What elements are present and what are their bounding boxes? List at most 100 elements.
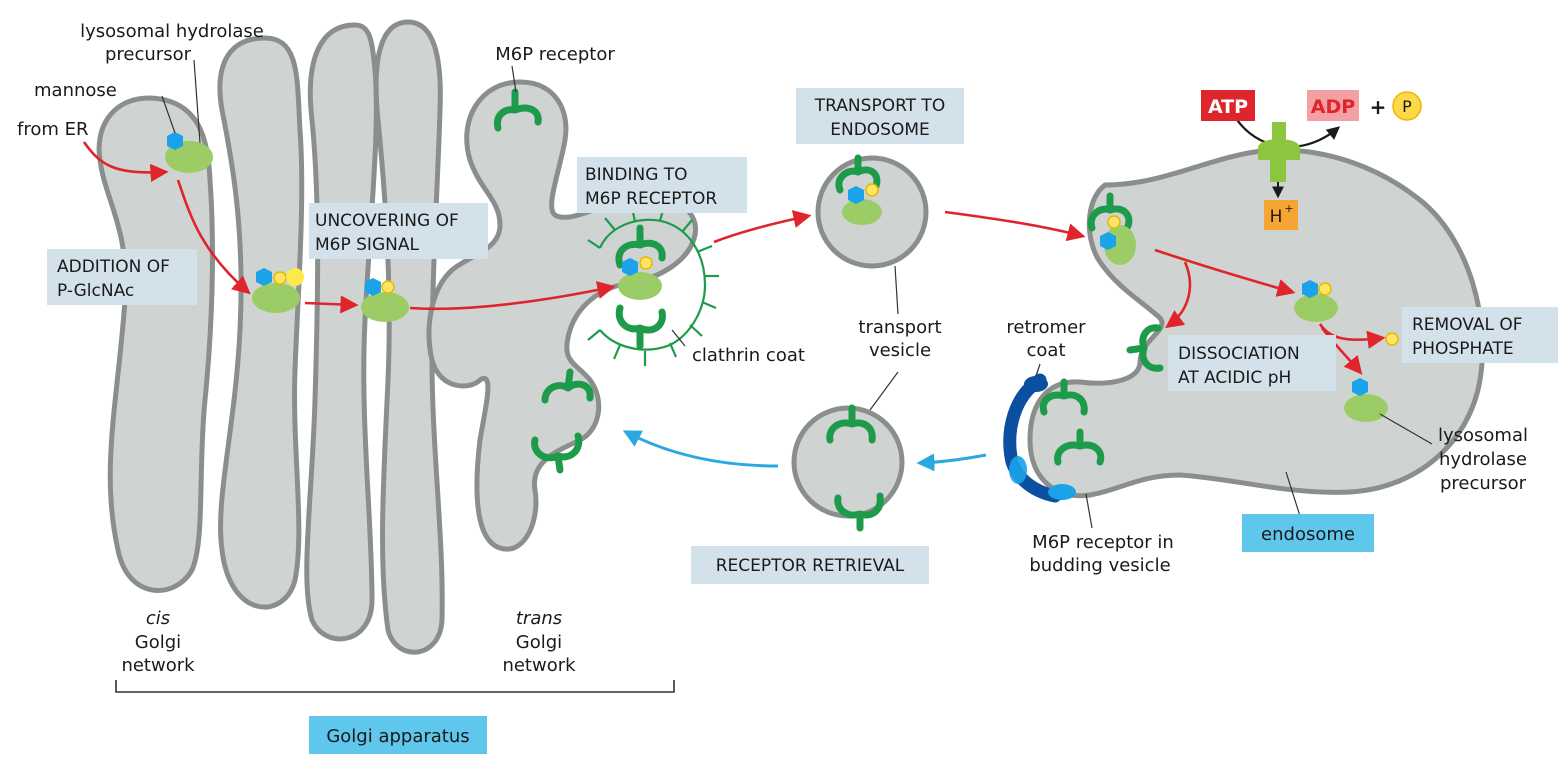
m6p-receptor-tgn-1: [541, 368, 594, 404]
phosphate-icon: [639, 256, 653, 270]
step-dissociation-acidic-ph: DISSOCIATION AT ACIDIC pH: [1168, 335, 1336, 391]
mannose-icon: [1100, 232, 1116, 250]
endosome-label-box: endosome: [1242, 514, 1374, 552]
clathrin-coat-label: clathrin coat: [692, 345, 805, 366]
proton-pump: [1229, 107, 1341, 199]
budding-vesicle-label-1: M6P receptor in: [1032, 532, 1174, 553]
retromer-coat-label-2: coat: [1027, 340, 1066, 361]
hydrolase-enzyme: [252, 283, 300, 313]
m6p-receptor-vesicle-back-1: [826, 404, 876, 444]
step-label: TRANSPORT TO: [814, 96, 945, 116]
phosphate-label: P: [1402, 97, 1412, 116]
step-label: REMOVAL OF: [1412, 315, 1523, 335]
phosphate-icon: [1107, 215, 1121, 229]
step-receptor-retrieval: RECEPTOR RETRIEVAL: [691, 546, 929, 584]
cis-label-3: network: [121, 655, 195, 676]
step-label: UNCOVERING OF: [315, 211, 459, 231]
golgi-apparatus-label: Golgi apparatus: [326, 726, 469, 747]
mannose-icon: [622, 258, 638, 276]
cis-label-2: Golgi: [135, 632, 181, 653]
trans-golgi-network: [426, 79, 698, 552]
adp-badge: ADP: [1307, 90, 1359, 121]
m6p-receptor-tgn-2: [531, 432, 583, 474]
hydrolase-enzyme: [361, 292, 409, 322]
phosphate-icon: [381, 280, 395, 294]
golgi-cisterna-3: [304, 22, 379, 642]
plus-sign: +: [1370, 95, 1387, 119]
clathrin-coat: [587, 205, 719, 366]
step-label: AT ACIDIC pH: [1178, 368, 1291, 388]
trans-label-3: network: [502, 655, 576, 676]
trans-label-2: Golgi: [516, 632, 562, 653]
cis-label-1: cis: [146, 608, 170, 629]
diagram-labels: lysosomal hydrolase precursor mannose fr…: [17, 21, 1528, 676]
step-label: DISSOCIATION: [1178, 344, 1300, 364]
hydrolase-enzyme: [1344, 394, 1388, 422]
step-label: M6P SIGNAL: [315, 235, 419, 255]
endosome-label: endosome: [1261, 524, 1355, 545]
mannose-icon: [1352, 378, 1368, 396]
step-binding-to-m6p-receptor: BINDING TO M6P RECEPTOR: [577, 157, 747, 213]
budding-vesicle-label-2: budding vesicle: [1029, 555, 1170, 576]
step-addition-of-p-glcnac: ADDITION OF P-GlcNAc: [47, 249, 197, 305]
golgi-cisterna-2: [217, 35, 305, 610]
golgi-apparatus-label-box: Golgi apparatus: [309, 716, 487, 754]
svg-text:H: H: [1270, 207, 1283, 227]
retrieval-arrows: [622, 430, 987, 472]
step-label: M6P RECEPTOR: [585, 189, 717, 209]
phosphate-icon: [1385, 332, 1399, 346]
forward-pathway-arrows: [82, 141, 1386, 375]
hydrolase-label-right-1: lysosomal: [1438, 425, 1528, 446]
atp-label: ATP: [1208, 96, 1248, 118]
step-label: ENDOSOME: [830, 120, 930, 140]
hydrolase-label-top-2: precursor: [105, 44, 192, 65]
cis-golgi-cisterna: [96, 95, 215, 593]
mannose-icon: [256, 268, 272, 286]
m6p-receptors: [493, 88, 1164, 532]
hydrolase-label-right-3: precursor: [1440, 473, 1527, 494]
m6p-receptor-golgi-top: [493, 88, 542, 132]
m6p-receptor-clathrin-1: [615, 224, 666, 269]
retromer-coat-label-1: retromer: [1006, 317, 1086, 338]
step-label: BINDING TO: [585, 165, 688, 185]
retromer-coat: [1003, 373, 1076, 503]
trans-label-1: trans: [516, 608, 562, 629]
transport-vesicle-label-1: transport: [858, 317, 941, 338]
hydrolase-molecules: [165, 132, 1399, 422]
glcnac-icon: [286, 268, 304, 286]
phosphate-icon: [273, 271, 287, 285]
hydrolase-label-top-1: lysosomal hydrolase: [80, 21, 264, 42]
m6p-receptor-clathrin-2: [615, 304, 666, 350]
transport-vesicle-label-2: vesicle: [869, 340, 931, 361]
step-removal-of-phosphate: REMOVAL OF PHOSPHATE: [1402, 307, 1558, 363]
mannose-icon: [167, 132, 183, 150]
phosphate-icon: [1318, 282, 1332, 296]
phosphate-badge: P: [1392, 91, 1422, 121]
step-label: PHOSPHATE: [1412, 339, 1514, 359]
golgi-cisterna-4: [373, 19, 445, 655]
m6p-receptor-vesicle-fwd: [835, 154, 881, 194]
leader-lines: [161, 59, 1433, 529]
hplus-label: H: [1270, 207, 1283, 227]
m6p-receptor-retromer-2: [1054, 428, 1105, 466]
step-label: RECEPTOR RETRIEVAL: [716, 556, 905, 576]
phosphate-icon: [865, 183, 879, 197]
from-er-label: from ER: [17, 119, 89, 140]
mannose-label: mannose: [34, 80, 117, 101]
atp-badge: ATP: [1201, 90, 1255, 121]
step-label: P-GlcNAc: [57, 281, 134, 301]
mannose-icon: [1302, 280, 1318, 298]
step-transport-to-endosome: TRANSPORT TO ENDOSOME: [796, 88, 964, 144]
golgi-bracket: [115, 680, 675, 693]
m6p-receptor-vesicle-back-2: [834, 492, 884, 532]
hydrolase-enzyme: [618, 272, 662, 300]
m6p-receptor-retromer-1: [1039, 378, 1088, 416]
hydrolase-enzyme: [842, 199, 882, 225]
step-label: ADDITION OF: [57, 257, 170, 277]
hydrolase-label-right-2: hydrolase: [1439, 449, 1527, 470]
hplus-superscript: +: [1284, 202, 1293, 215]
m6p-receptor-label: M6P receptor: [495, 44, 615, 65]
hydrolase-enzyme: [1294, 294, 1338, 322]
mannose-icon: [365, 278, 381, 296]
